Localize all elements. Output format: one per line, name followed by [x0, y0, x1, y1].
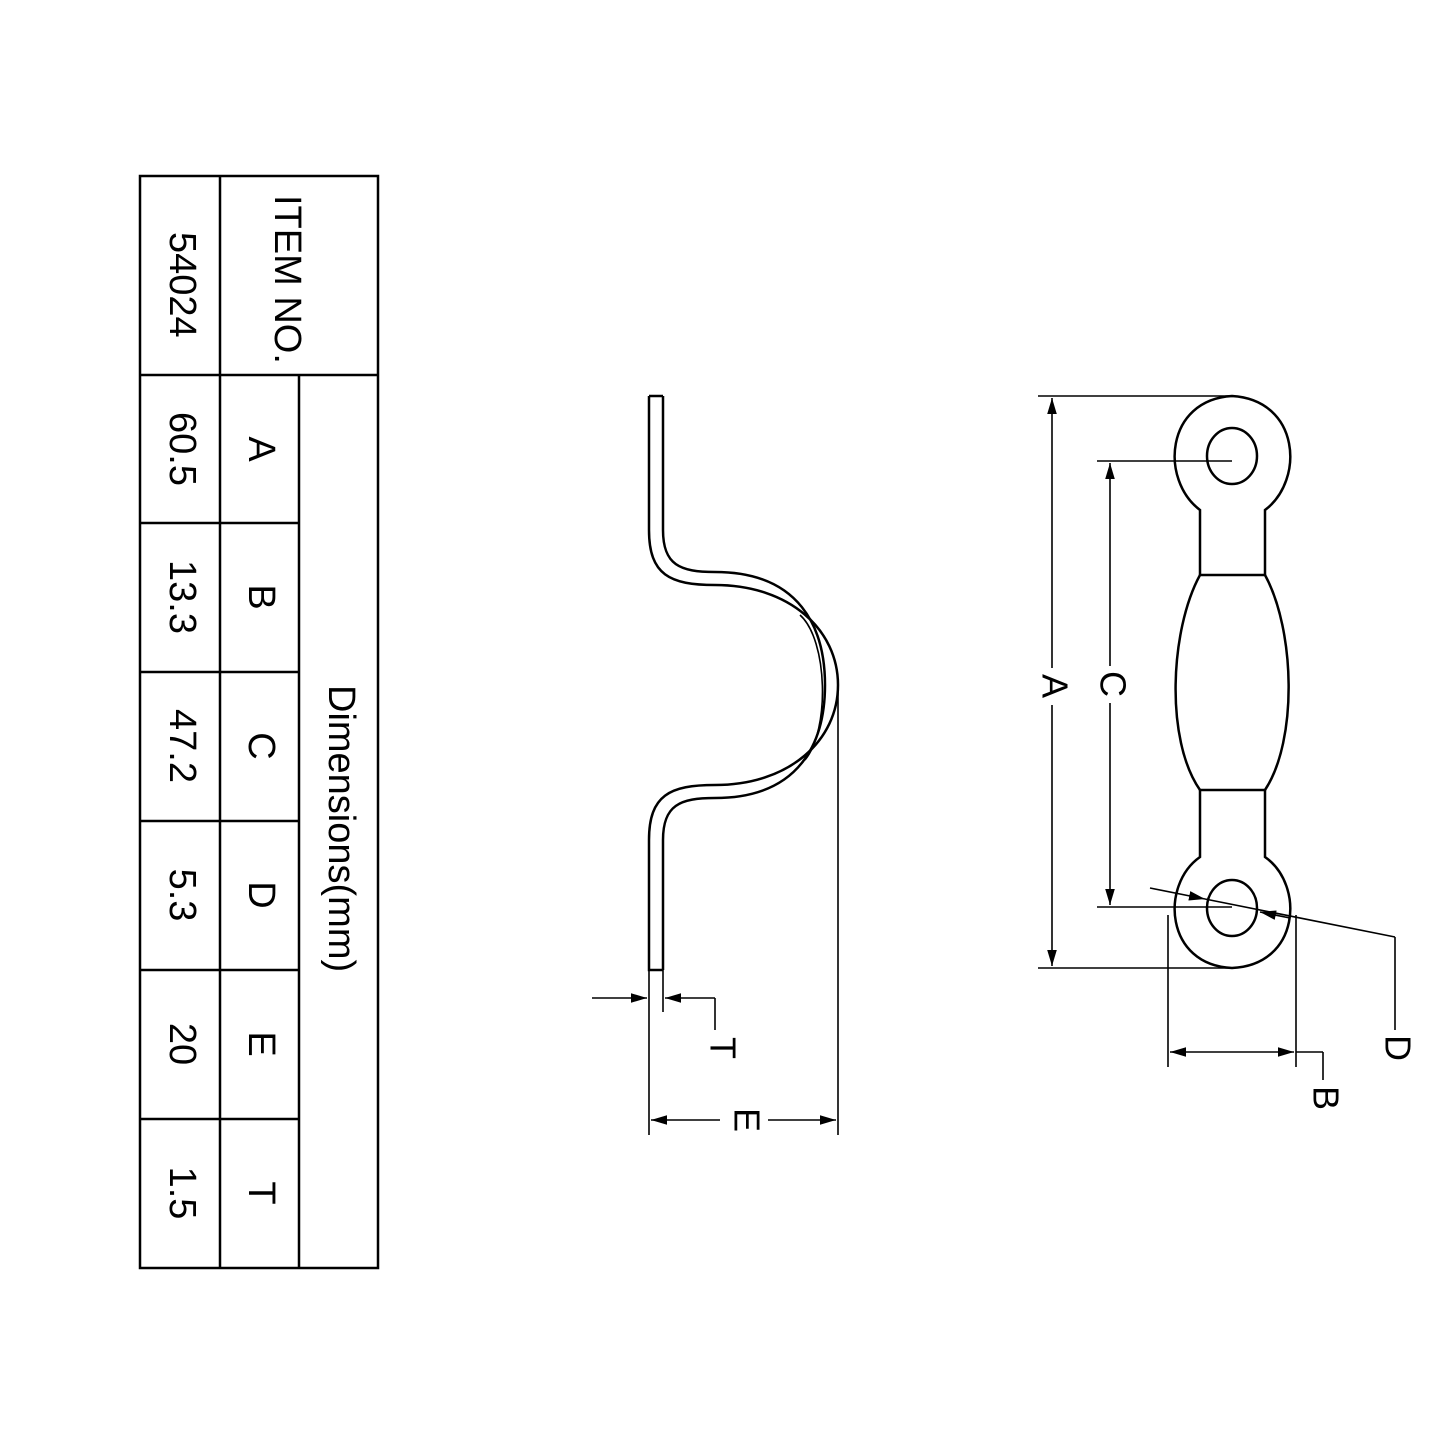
row-letter: B	[240, 584, 282, 609]
item-no-value: 54024	[161, 232, 203, 338]
table-row-c: C 47.2	[161, 709, 282, 783]
table-row-e: E 20	[161, 1023, 282, 1065]
front-view: A C D B	[1034, 394, 1418, 1110]
row-value: 1.5	[161, 1167, 203, 1220]
label-c: C	[1092, 671, 1133, 697]
label-d: D	[1377, 1035, 1418, 1061]
table-row-d: D 5.3	[161, 869, 282, 922]
label-t: T	[702, 1037, 743, 1059]
row-letter: A	[240, 436, 282, 462]
row-value: 20	[161, 1023, 203, 1065]
table-row-b: B 13.3	[161, 560, 282, 634]
row-value: 60.5	[161, 412, 203, 486]
label-b: B	[1305, 1086, 1346, 1110]
dimensions-label: Dimensions(mm)	[320, 685, 362, 972]
label-e: E	[726, 1108, 767, 1132]
row-value: 5.3	[161, 869, 203, 922]
row-letter: E	[240, 1031, 282, 1056]
side-view: T E	[592, 394, 840, 1135]
dimensions-table: ITEM NO. 54024 Dimensions(mm) A 60.5 B 1…	[138, 174, 380, 1270]
table-row-t: T 1.5	[161, 1167, 282, 1220]
item-no-header: ITEM NO.	[266, 195, 308, 364]
row-letter: C	[240, 732, 282, 759]
table-row-a: A 60.5	[161, 412, 282, 486]
row-letter: T	[240, 1181, 282, 1204]
row-letter: D	[240, 881, 282, 908]
row-value: 13.3	[161, 560, 203, 634]
label-a: A	[1034, 674, 1075, 698]
row-value: 47.2	[161, 709, 203, 783]
